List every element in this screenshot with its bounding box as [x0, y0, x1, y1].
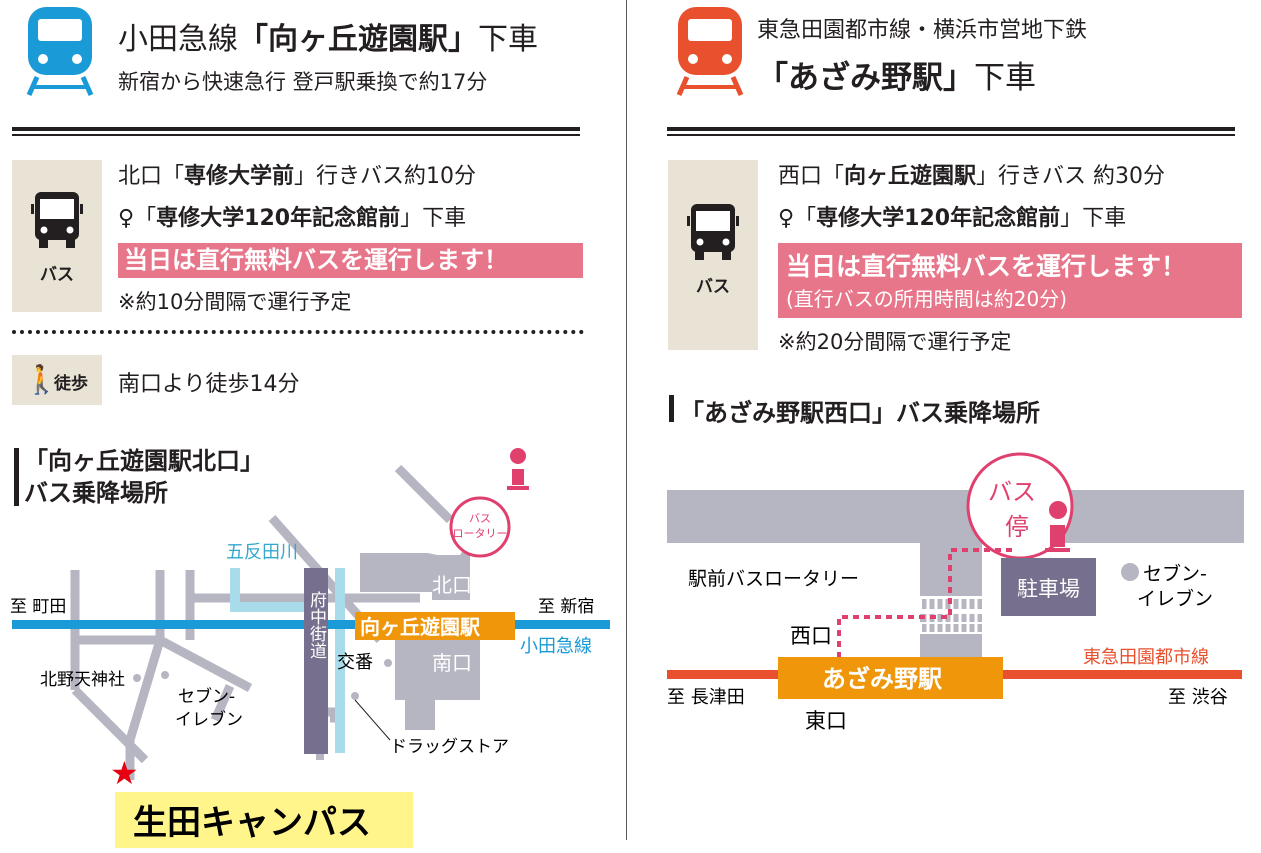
- station-box: [355, 612, 515, 640]
- to-shinjuku: 至 新宿: [538, 597, 594, 617]
- kitaguchi-label: 北口: [432, 573, 472, 597]
- to-nagatsuta: 至 長津田: [667, 687, 745, 708]
- pin-icon: ♀: [778, 206, 795, 231]
- left-subtitle: 新宿から快速急行 登戸駅乗換で約17分: [118, 70, 488, 94]
- seven-eleven-label-2: イレブン: [175, 709, 243, 730]
- nishiguchi-label: 西口: [790, 624, 832, 648]
- shrine-label: 北野天神社: [40, 670, 125, 690]
- bus-stop-label-2: 停: [1005, 513, 1029, 541]
- train-icon: [26, 7, 94, 97]
- right-title-line2: 「あざみ野駅」下車: [757, 60, 1036, 96]
- right-title-line1: 東急田園都市線・横浜市営地下鉄: [757, 18, 1088, 43]
- interval-note: ※約10分間隔で運行予定: [118, 290, 352, 314]
- seven-eleven-label: セブン-: [178, 686, 235, 707]
- walk-text: 南口より徒歩14分: [118, 372, 300, 397]
- line-label: 小田急線: [520, 636, 592, 657]
- campus-star-icon: ★: [110, 754, 139, 792]
- walking-route: [837, 548, 1012, 658]
- free-bus-banner: 当日は直行無料バスを運行します！: [118, 243, 583, 278]
- station-label: 向ヶ丘遊園駅: [360, 615, 480, 639]
- left-map-heading: 「向ヶ丘遊園駅北口」バス乗降場所: [24, 447, 264, 507]
- left-map: 府中街道 バス ロータリー 五反田川 至 町田 至 新宿 北口 向ヶ丘遊園駅 小…: [10, 448, 610, 848]
- station-name: 「向ヶ丘遊園駅」: [238, 22, 478, 57]
- drugstore-label: ドラッグストア: [390, 737, 509, 757]
- interval-note: ※約20分間隔で運行予定: [778, 330, 1012, 354]
- bus-rotary-label-2: ロータリー: [453, 527, 508, 540]
- walk-label: 徒歩: [54, 374, 88, 394]
- bus-label: バス: [40, 265, 74, 285]
- map-heading-bar: [14, 448, 19, 506]
- station-name: 「あざみ野駅」: [757, 60, 974, 96]
- bus-stop-icon: [1045, 501, 1070, 552]
- column-divider: [626, 0, 627, 840]
- train-icon: [676, 7, 744, 97]
- bus-route-line: 北口「専修大学前」行きバス約10分: [118, 164, 477, 189]
- seven-eleven-label-2: イレブン: [1137, 587, 1213, 610]
- rotary-label: 駅前バスロータリー: [688, 568, 859, 590]
- bus-icon: [31, 192, 83, 248]
- to-machida: 至 町田: [10, 597, 66, 617]
- parking-box: [1001, 558, 1096, 616]
- minamiguchi-label: 南口: [432, 651, 472, 675]
- free-bus-banner: 当日は直行無料バスを運行します！ (直行バスの所用時間は約20分): [778, 243, 1242, 318]
- bus-box: バス: [668, 160, 758, 350]
- map-heading-bar: [669, 395, 674, 422]
- higashiguchi-label: 東口: [805, 709, 847, 733]
- koban-label: 交番: [337, 652, 373, 673]
- bus-label: バス: [696, 277, 730, 297]
- station-box: [778, 657, 1003, 699]
- bus-rotary-label: バス: [469, 512, 491, 525]
- dotted-divider: [12, 330, 584, 334]
- bus-icon: [687, 204, 739, 260]
- line-name: 小田急線: [118, 22, 238, 57]
- walker-icon: 🚶: [24, 363, 59, 396]
- bus-stop-line: ♀「専修大学120年記念館前」下車: [778, 206, 1127, 231]
- bus-box: バス: [12, 160, 102, 312]
- bus-stop-line: ♀「専修大学120年記念館前」下車: [118, 206, 467, 231]
- pin-icon: ♀: [118, 206, 135, 231]
- divider-double: [667, 127, 1235, 136]
- bus-stop-label: バス: [988, 478, 1036, 506]
- left-title: 小田急線「向ヶ丘遊園駅」下車: [118, 14, 538, 58]
- walk-box: 🚶 徒歩: [12, 355, 102, 405]
- road-label: 府中街道: [306, 591, 327, 659]
- title-suffix: 下車: [478, 22, 538, 57]
- station-label: あざみ野駅: [822, 665, 942, 693]
- campus-label: 生田キャンパス: [133, 803, 371, 843]
- bus-stop-icon: [507, 448, 529, 490]
- right-map-heading: 「あざみ野駅西口」バス乗降場所: [680, 399, 1040, 427]
- bus-route-line: 西口「向ヶ丘遊園駅」行きバス 約30分: [778, 164, 1166, 189]
- to-shibuya: 至 渋谷: [1168, 687, 1228, 708]
- seven-eleven-label: セブン-: [1143, 562, 1207, 585]
- campus-box: [115, 792, 413, 848]
- parking-label: 駐車場: [1017, 577, 1080, 601]
- line-label: 東急田園都市線: [1083, 647, 1209, 668]
- river-label: 五反田川: [226, 542, 298, 563]
- divider-double: [12, 127, 580, 136]
